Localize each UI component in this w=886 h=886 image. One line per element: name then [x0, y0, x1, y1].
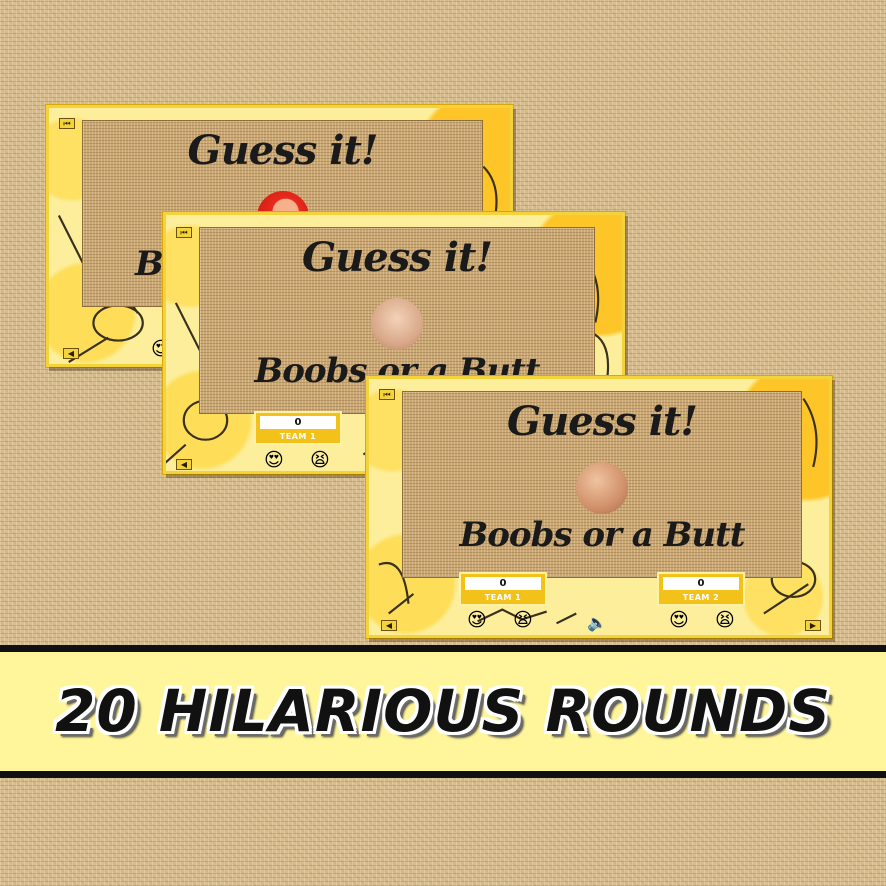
previous-icon[interactable]: ⏮: [379, 389, 395, 400]
tired-face-emoji-icon[interactable]: 😫: [715, 609, 735, 631]
team1-score: 0: [260, 416, 336, 429]
team1-score-box: 0 TEAM 1: [459, 572, 547, 606]
guess-photo: [371, 298, 423, 350]
team2-score-box: 0 TEAM 2: [657, 572, 745, 606]
question-title: Guess it!: [302, 234, 493, 281]
title-banner: 20 HILARIOUS ROUNDS: [0, 645, 886, 778]
question-title: Guess it!: [507, 398, 698, 445]
question-title: Guess it!: [187, 127, 379, 174]
heart-eyes-emoji-icon[interactable]: 😍: [264, 449, 284, 471]
slide-front: ⏮ Guess it! Boobs or a Butt 0 TEAM 1 0 T…: [366, 376, 832, 638]
team2-score: 0: [663, 577, 739, 590]
speaker-icon[interactable]: 🔈: [587, 613, 607, 632]
team2-label: TEAM 2: [682, 593, 720, 602]
tired-face-emoji-icon[interactable]: 😫: [513, 609, 533, 631]
heart-eyes-emoji-icon[interactable]: 😍: [669, 609, 689, 631]
next-arrow-icon[interactable]: ▶: [805, 620, 821, 631]
question-subtitle: B: [135, 244, 164, 284]
heart-eyes-emoji-icon[interactable]: 😍: [467, 609, 487, 631]
tired-face-emoji-icon[interactable]: 😫: [310, 449, 330, 471]
team1-score: 0: [465, 577, 541, 590]
previous-icon[interactable]: ⏮: [59, 118, 75, 129]
question-subtitle: Boobs or a Butt: [459, 515, 745, 555]
guess-photo: [576, 462, 628, 514]
team1-label: TEAM 1: [279, 432, 317, 441]
question-panel: Guess it! Boobs or a Butt: [402, 391, 802, 578]
back-arrow-icon[interactable]: ◀: [176, 459, 192, 470]
slide-middle: ⏮ Guess it! Boobs or a Butt 0 TEAM 1 ◀ 😍…: [163, 212, 625, 474]
banner-title: 20 HILARIOUS ROUNDS: [54, 677, 831, 745]
back-arrow-icon[interactable]: ◀: [381, 620, 397, 631]
back-arrow-icon[interactable]: ◀: [63, 348, 79, 359]
team1-label: TEAM 1: [484, 593, 522, 602]
previous-icon[interactable]: ⏮: [176, 227, 192, 238]
team1-score-box: 0 TEAM 1: [254, 411, 342, 445]
